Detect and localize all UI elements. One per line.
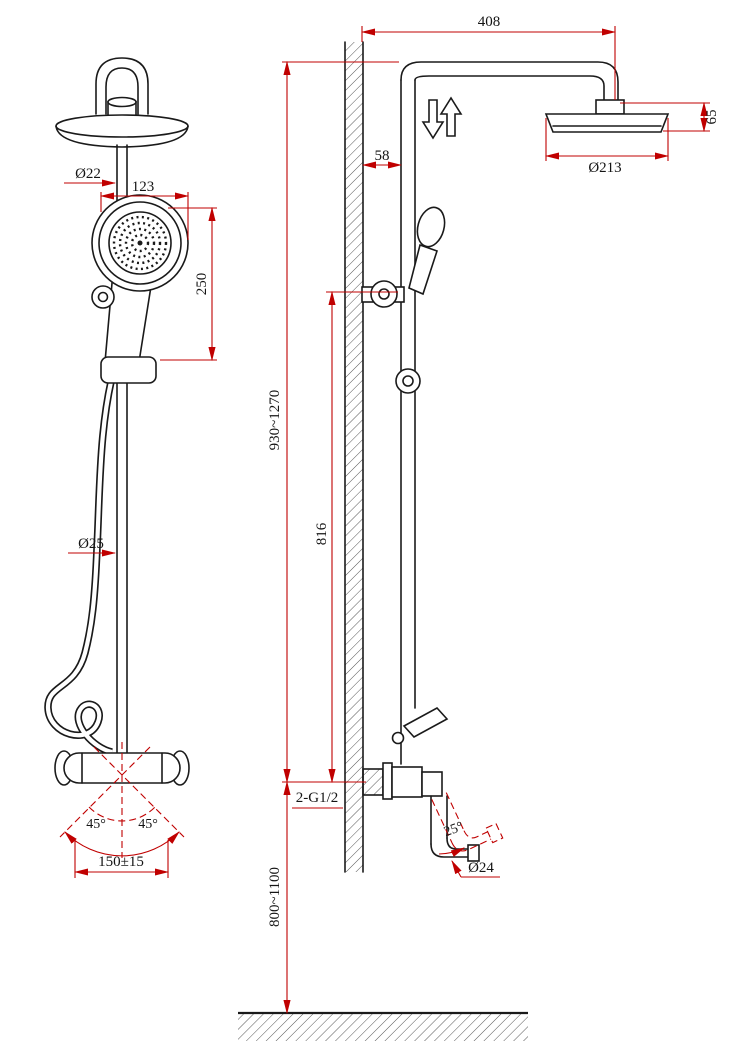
front-dimensions: Ø22 123 250 Ø25 150±15 [64, 166, 217, 878]
side-dimensions: 408 58 65 Ø213 930~1270 800~1100 [267, 14, 720, 1015]
head-thickness-label: 65 [704, 110, 720, 125]
hand-shower-hose [44, 360, 120, 756]
swivel-right-label: 45° [138, 817, 158, 832]
valve-lever [402, 706, 449, 739]
floor-section [238, 1011, 528, 1041]
spout-length-label: 150±15 [98, 854, 144, 870]
front-view: 45° 45° Ø22 123 250 Ø25 150±15 [44, 57, 217, 878]
swivel-left-label: 45° [86, 817, 106, 832]
install-height-label: 800~1100 [267, 867, 283, 927]
hand-shower-head [91, 194, 189, 292]
flow-direction-arrows [421, 96, 463, 140]
rain-head-front [55, 114, 189, 138]
flow-up-arrow-icon [439, 96, 463, 137]
spout-angle-label: 25° [442, 819, 466, 840]
hand-shower-width-label: 123 [132, 179, 155, 195]
riser-diameter-label: Ø25 [78, 536, 104, 552]
riser-pipe-side [400, 61, 619, 765]
spout-diameter-label: Ø24 [468, 860, 494, 876]
spout-swivel-range: 45° 45° [59, 742, 185, 858]
slider-clamp [100, 356, 157, 384]
slider-knob-side [395, 368, 421, 394]
arm-reach-label: 408 [478, 14, 501, 30]
gooseneck-pipe [95, 57, 149, 115]
mixer-valve-side: 25° [362, 706, 504, 862]
wall-section [344, 41, 364, 873]
hand-shower-height-label: 250 [194, 273, 210, 296]
pipe-top-diameter-label: Ø22 [75, 166, 101, 182]
flow-down-arrow-icon [421, 99, 445, 140]
inlet-thread-label: 2-G1/2 [296, 790, 339, 806]
side-view: 25° 408 58 65 Ø213 [238, 14, 720, 1041]
wall-offset-label: 58 [375, 148, 390, 164]
overall-height-label: 930~1270 [267, 390, 283, 451]
head-diameter-label: Ø213 [588, 160, 621, 176]
rain-head-side [544, 99, 670, 133]
hand-shower-side [361, 206, 446, 308]
riser-height-label: 816 [314, 522, 330, 545]
